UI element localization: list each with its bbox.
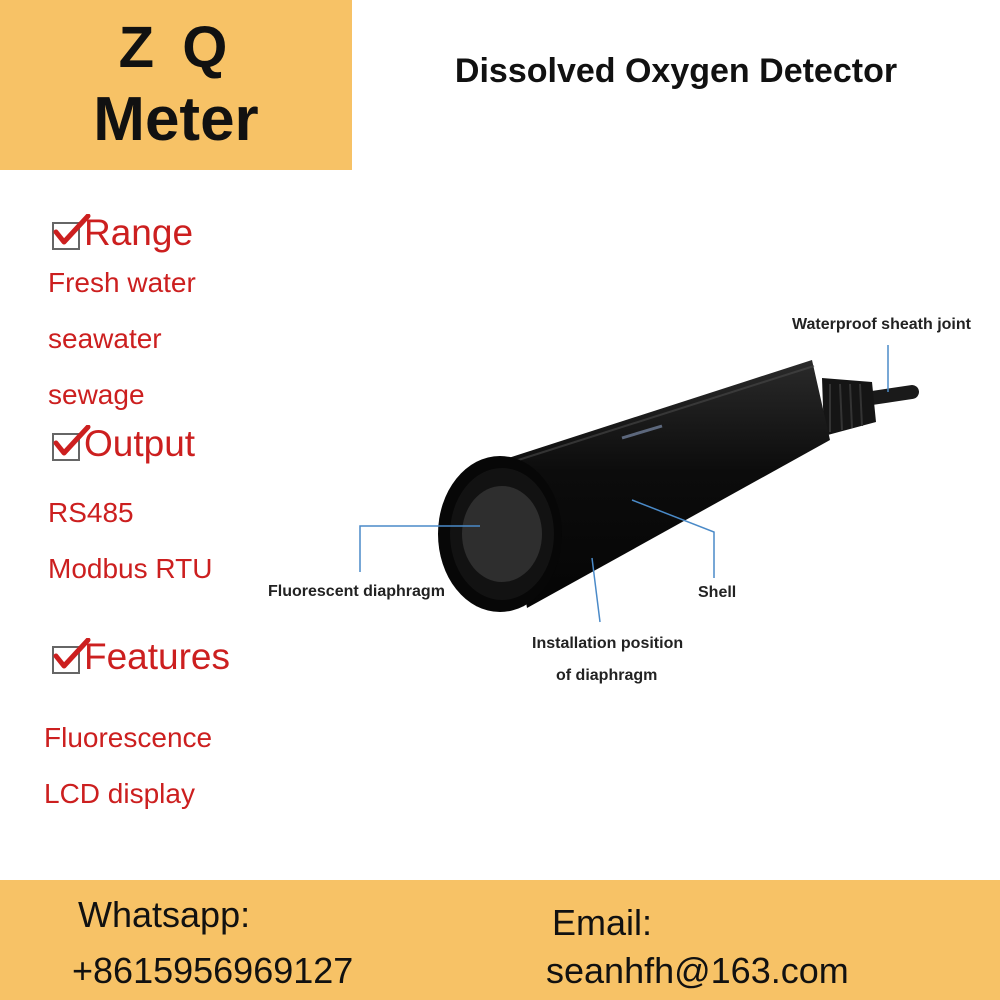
- probe-front-face: [438, 456, 562, 612]
- email-address: seanhfh@163.com: [546, 950, 849, 991]
- brand-name-line2: Meter: [93, 85, 259, 154]
- callout-installation-line1: Installation position: [532, 635, 684, 652]
- features-item-lcd: LCD display: [44, 778, 195, 809]
- range-heading: Range: [52, 212, 193, 254]
- brand-banner: Z Q Meter: [0, 0, 352, 170]
- callout-waterproof-joint: Waterproof sheath joint: [792, 316, 971, 333]
- sheath-joint: [822, 378, 876, 436]
- checkmark-icon: [52, 638, 91, 674]
- callout-shell: Shell: [698, 584, 737, 601]
- output-heading-label: Output: [84, 423, 196, 464]
- probe-shell: [502, 360, 830, 608]
- output-heading: Output: [52, 423, 195, 465]
- brand-name-line1: Z Q: [118, 15, 234, 80]
- cable: [865, 385, 919, 405]
- spec-panel: Range Fresh water seawater sewage Output…: [0, 170, 352, 880]
- output-item-rs485: RS485: [48, 497, 134, 528]
- features-heading: Features: [52, 636, 230, 678]
- checkmark-icon: [52, 214, 91, 250]
- probe-illustration: [359, 345, 919, 623]
- features-heading-label: Features: [84, 636, 231, 677]
- whatsapp-label: Whatsapp:: [78, 894, 251, 935]
- features-item-fluorescence: Fluorescence: [44, 722, 213, 753]
- range-heading-label: Range: [84, 212, 194, 253]
- contact-footer: [0, 880, 1000, 1000]
- range-item-seawater: seawater: [48, 323, 162, 354]
- leader-lines: [359, 345, 889, 623]
- whatsapp-number: +8615956969127: [72, 950, 354, 991]
- range-item-sewage: sewage: [48, 379, 145, 410]
- checkmark-icon: [52, 425, 91, 461]
- callout-installation-line2: of diaphragm: [556, 667, 658, 684]
- product-title: Dissolved Oxygen Detector: [454, 52, 898, 90]
- callout-fluorescent-diaphragm: Fluorescent diaphragm: [268, 583, 445, 600]
- email-label: Email:: [552, 902, 653, 943]
- output-item-modbus: Modbus RTU: [48, 553, 213, 584]
- range-item-fresh-water: Fresh water: [48, 267, 196, 298]
